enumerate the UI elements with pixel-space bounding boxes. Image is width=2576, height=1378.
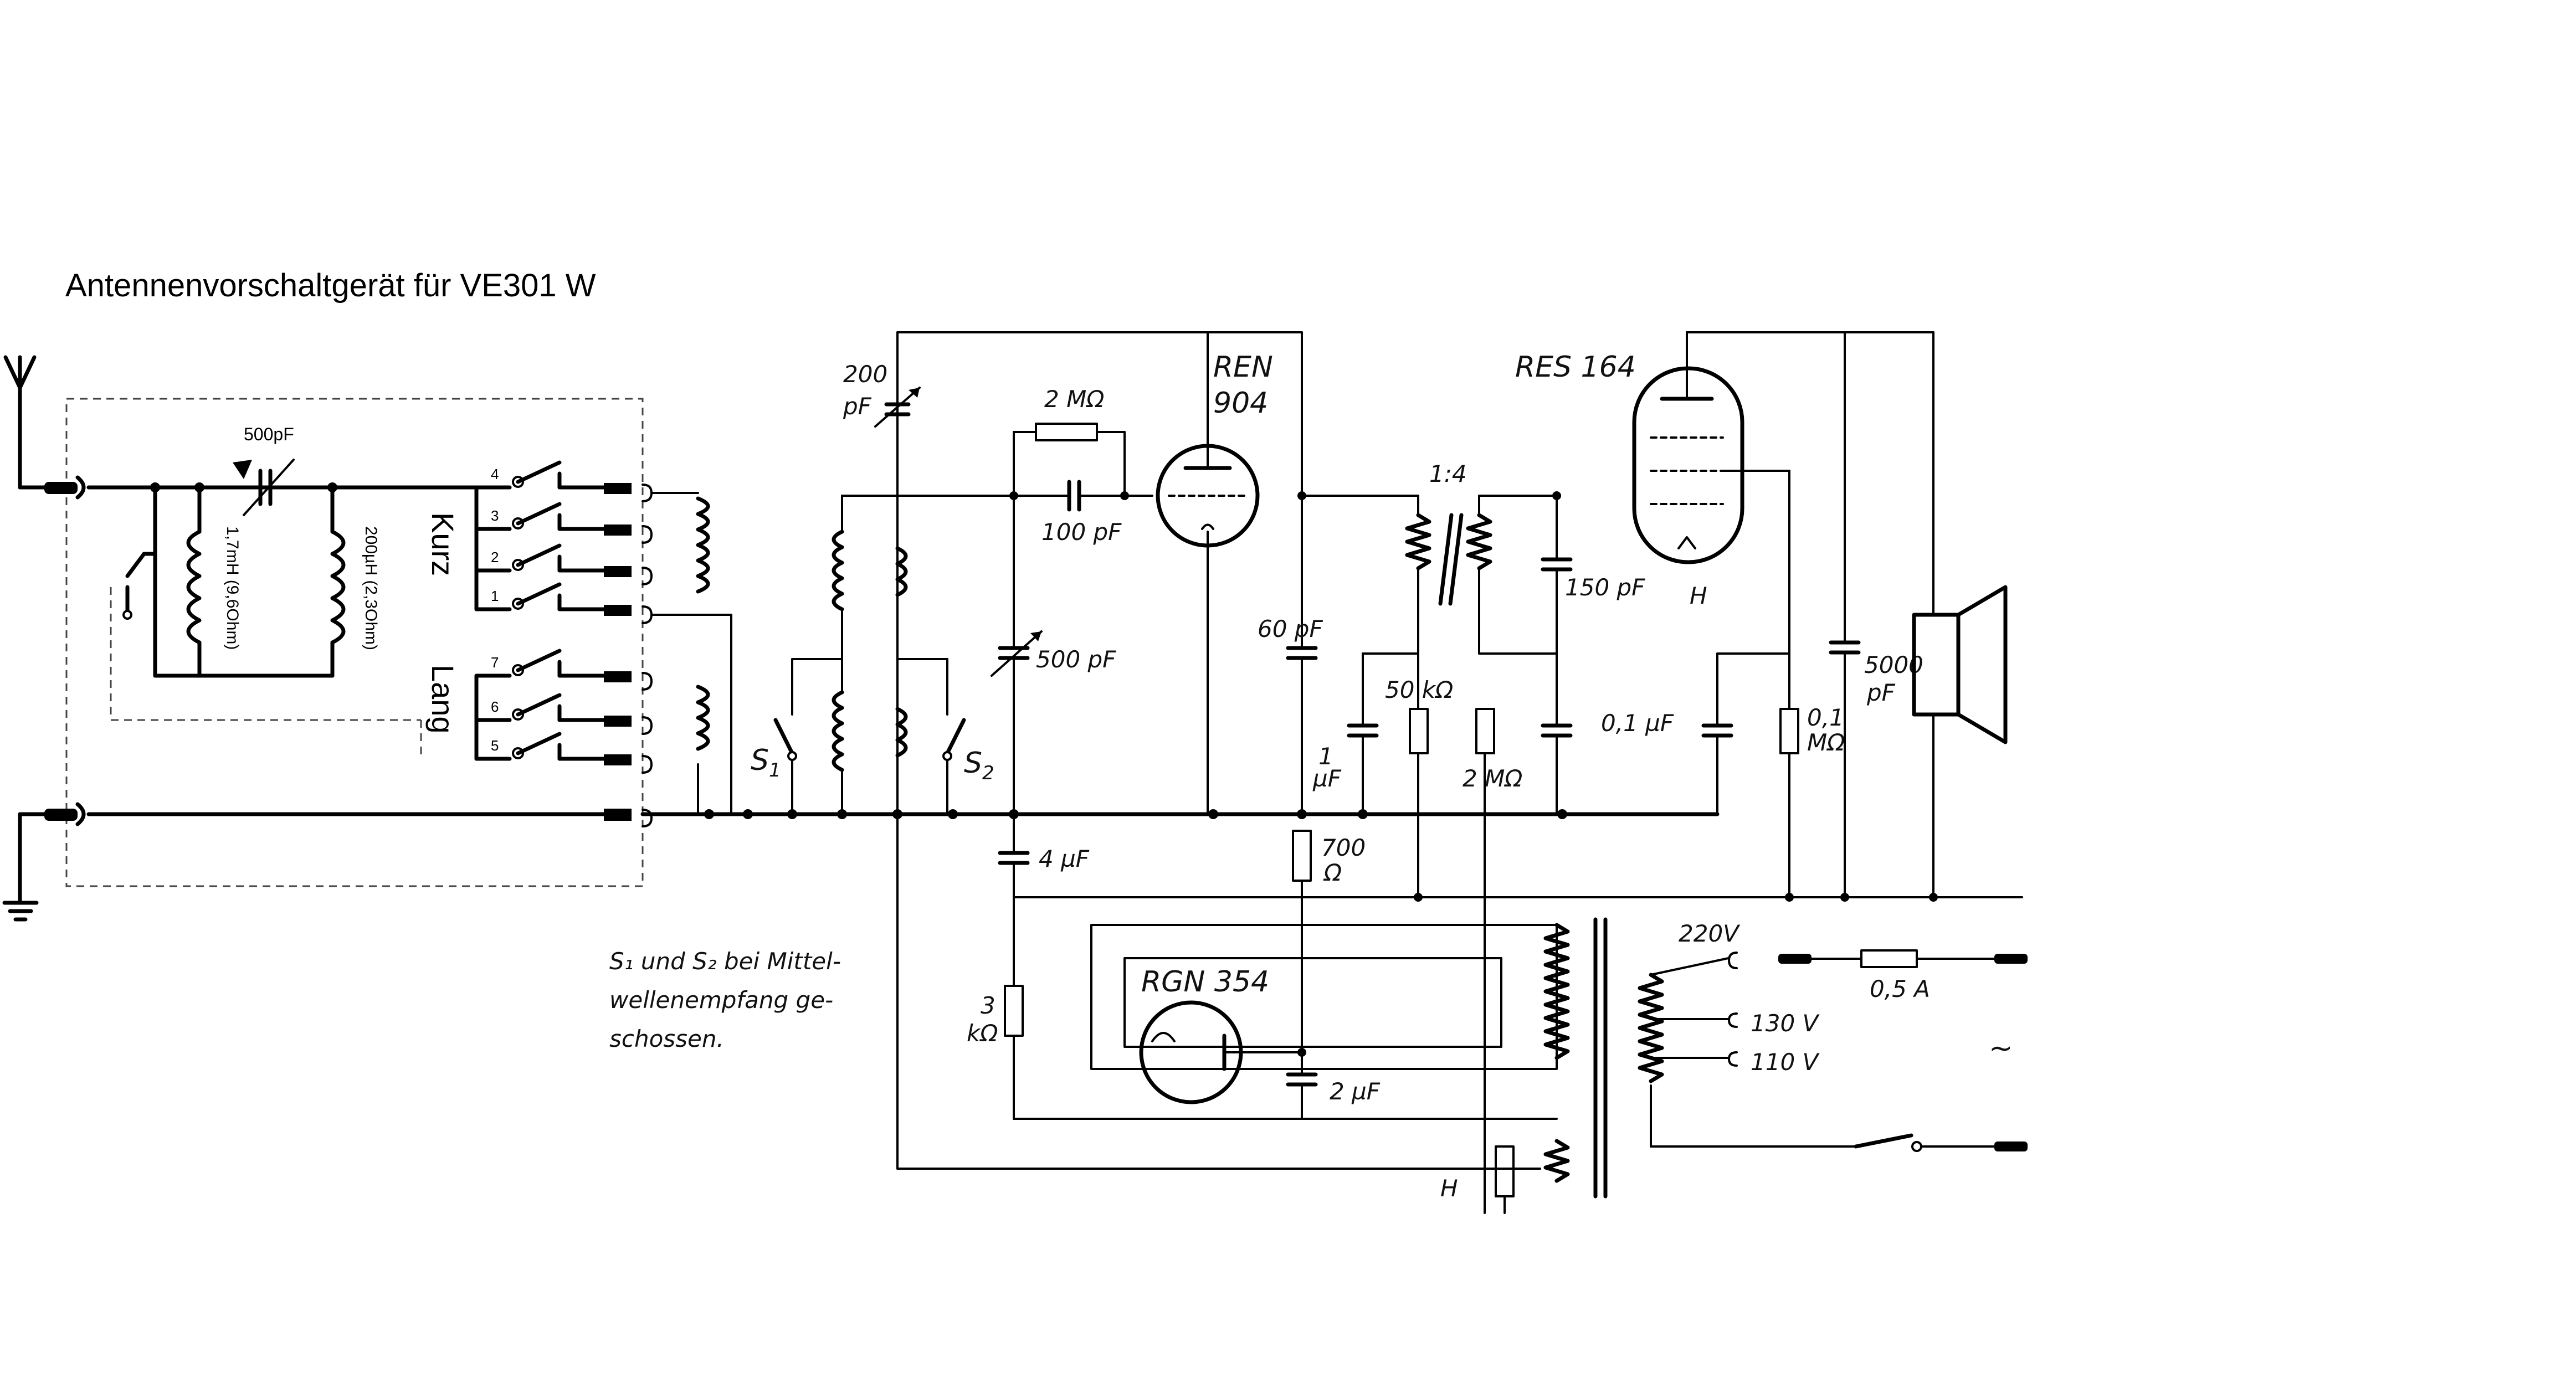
- label-ratio: 1:4: [1429, 460, 1467, 487]
- diagram-title: Antennenvorschaltgerät für VE301 W: [65, 268, 596, 304]
- label-220v: 220V: [1679, 920, 1741, 947]
- label-01: 0,1: [1807, 704, 1844, 731]
- resistor-2mohm-b: [1475, 708, 1495, 754]
- ac-symbol: ~: [1989, 1032, 2013, 1065]
- label-rgn354: RGN 354: [1141, 965, 1269, 999]
- ground-plug: [18, 802, 86, 826]
- band-switch-lang: [474, 649, 632, 765]
- label-60pf: 60 pF: [1258, 615, 1323, 642]
- label-904: 904: [1213, 387, 1268, 420]
- label-200: 200: [843, 361, 887, 388]
- label-ohm: Ω: [1323, 859, 1342, 886]
- switch-s2: [896, 658, 966, 815]
- kurz-num-4: 4: [491, 466, 499, 482]
- transformer-primary: [1405, 513, 1431, 570]
- label-150pf: 150 pF: [1565, 574, 1645, 601]
- fuse: [1860, 949, 1918, 968]
- resistor-01mohm: [1779, 708, 1799, 754]
- kurz-num-1: 1: [491, 588, 499, 604]
- note-line-1: S₁ und S₂ bei Mittel-: [609, 948, 841, 975]
- label-2uf: 2 µF: [1330, 1078, 1381, 1105]
- mains-switch: [1854, 1133, 2028, 1152]
- label-700: 700: [1321, 834, 1366, 861]
- kurz-num-3: 3: [491, 507, 499, 524]
- label-1: 1: [1318, 743, 1333, 770]
- tuning-capacitor-500pf: [991, 630, 1043, 677]
- label-s2: S2: [964, 747, 994, 784]
- label-coil-1: 1,7mH (9,6Ohm): [223, 526, 242, 650]
- label-110v: 110 V: [1751, 1048, 1820, 1076]
- label-s1: S1: [751, 744, 781, 781]
- antenna-plug: [18, 475, 86, 500]
- note-line-2: wellenempfang ge-: [609, 986, 833, 1014]
- label-kurz: Kurz: [425, 512, 460, 576]
- lang-num-7: 7: [491, 654, 499, 671]
- label-kohm: kΩ: [967, 1020, 998, 1047]
- coil-1-7mh: [186, 529, 202, 645]
- tube-rgn354: [1139, 1000, 1303, 1104]
- heater-potentiometer: [1495, 1145, 1515, 1197]
- label-500pf-tune: 500 pF: [1036, 646, 1116, 673]
- label-ren: REN: [1213, 351, 1273, 384]
- resistor-2mohm: [1035, 423, 1098, 441]
- label-500pf: 500pF: [244, 424, 294, 444]
- label-100pf: 100 pF: [1041, 518, 1122, 546]
- label-130v: 130 V: [1751, 1010, 1820, 1037]
- band-switch-kurz: [474, 460, 632, 616]
- label-heater-h2: H: [1440, 1175, 1458, 1202]
- label-uf: µF: [1312, 765, 1342, 792]
- resistor-3k: [1004, 985, 1024, 1037]
- label-01uf: 0,1 µF: [1601, 709, 1674, 737]
- label-3: 3: [981, 992, 995, 1019]
- resistor-50k: [1409, 708, 1429, 754]
- transformer-secondary: [1466, 513, 1492, 570]
- label-res164: RES 164: [1515, 351, 1636, 384]
- label-50k: 50 kΩ: [1385, 676, 1453, 703]
- lang-num-5: 5: [491, 737, 499, 754]
- coil-200uh: [330, 529, 346, 645]
- label-lang: Lang: [425, 665, 460, 734]
- label-4uf: 4 µF: [1039, 845, 1090, 872]
- note-line-3: schossen.: [609, 1025, 724, 1052]
- note-block: S₁ und S₂ bei Mittel- wellenempfang ge- …: [609, 948, 841, 1052]
- ground-icon: [2, 812, 39, 922]
- tube-ren904: [1156, 331, 1260, 815]
- switch-s1: [773, 658, 843, 815]
- label-2mohm: 2 MΩ: [1044, 385, 1104, 413]
- kurz-num-2: 2: [491, 549, 499, 565]
- mains-transformer: [1543, 917, 1664, 1199]
- label-200-unit: pF: [843, 393, 872, 420]
- lang-num-6: 6: [491, 698, 499, 715]
- tube-res164: [1632, 331, 1934, 710]
- antenna-adapter: 500pF 1,7mH (9,6Ohm) 200µH (2,3Ohm): [2, 355, 644, 922]
- label-5000-unit: pF: [1866, 679, 1896, 706]
- resistor-700: [1292, 830, 1312, 882]
- label-2mohm-b: 2 MΩ: [1463, 765, 1522, 792]
- label-coil-2: 200µH (2,3Ohm): [362, 526, 380, 650]
- label-mohm: MΩ: [1807, 729, 1845, 756]
- trimmer-200pf: [874, 387, 921, 428]
- receiver-schematic: 200 pF S1 S2: [640, 331, 2028, 1214]
- antenna-icon: [3, 355, 37, 490]
- variable-capacitor-500pf: [233, 459, 295, 516]
- label-fuse: 0,5 A: [1870, 975, 1930, 1002]
- speaker-icon: [1912, 585, 2008, 744]
- label-heater-h: H: [1690, 582, 1707, 609]
